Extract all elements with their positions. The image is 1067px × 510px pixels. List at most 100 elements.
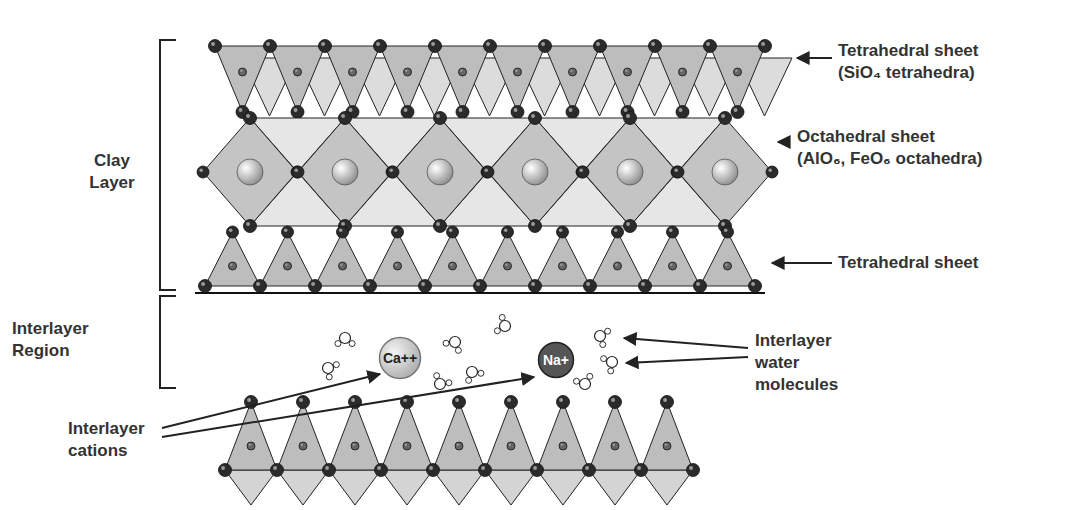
hydrogen-atom (466, 377, 472, 383)
tetrahedron (277, 470, 329, 505)
hydrogen-atom (455, 347, 461, 353)
oxygen-atom (227, 226, 239, 238)
oxygen-atom (392, 226, 404, 238)
oxygen-atom (264, 40, 277, 53)
oxygen-atom (481, 166, 493, 178)
tetrahedron (590, 232, 645, 286)
aluminium-atom (522, 159, 548, 185)
oxygen-atom (612, 226, 624, 238)
tetrahedron (325, 46, 380, 112)
oxygen-atom (229, 262, 237, 270)
hydrogen-atom (446, 380, 452, 386)
oxygen-atom (374, 40, 387, 53)
oxygen-atom (529, 280, 542, 293)
atom-highlight (625, 70, 627, 72)
oxygen-atom (401, 106, 414, 119)
oxygen-atom (731, 106, 744, 119)
oxygen-atom (759, 40, 772, 53)
oxygen-atom (294, 68, 302, 76)
oxygen-atom (559, 262, 567, 270)
tetrahedron (435, 46, 490, 112)
atom-highlight (341, 114, 345, 118)
tetrahedron (433, 470, 485, 505)
atom-highlight (436, 114, 440, 118)
atom-highlight (460, 70, 462, 72)
oxygen-atom (766, 166, 778, 178)
tetrahedron (381, 402, 433, 470)
atom-highlight (249, 444, 251, 446)
atom-highlight (429, 466, 433, 470)
oxygen-atom (244, 220, 257, 233)
oxygen-atom (339, 112, 352, 125)
atom-highlight (436, 222, 440, 226)
oxygen-atom (734, 68, 742, 76)
atom-highlight (295, 70, 297, 72)
atom-highlight (734, 108, 738, 112)
tetrahedron (641, 402, 693, 470)
part-label: Clay Layer (88, 150, 136, 194)
oxygen-atom (583, 464, 596, 477)
oxygen-atom (557, 226, 569, 238)
oxygen-atom (323, 464, 336, 477)
oxygen-atom (539, 40, 552, 53)
atom-highlight (515, 70, 517, 72)
oxygen-atom (284, 262, 292, 270)
oxygen-atom (434, 220, 447, 233)
oxygen-atom (661, 396, 674, 409)
oxygen-atom (349, 68, 357, 76)
oxygen-atom (339, 262, 347, 270)
oxygen-atom (594, 40, 607, 53)
atom-highlight (341, 222, 345, 226)
tetrahedron (205, 232, 260, 286)
oxygen-atom (566, 106, 579, 119)
atom-highlight (541, 42, 545, 46)
oxygen-atom (449, 262, 457, 270)
oxygen-atom (614, 262, 622, 270)
aluminium-atom (332, 159, 358, 185)
tetrahedron (225, 402, 277, 470)
tetrahedron (329, 402, 381, 470)
octahedron (393, 118, 487, 226)
atom-highlight (389, 168, 393, 172)
oxygen-atom (219, 464, 232, 477)
hydrogen-atom (494, 328, 500, 334)
hydrogen-atom (605, 328, 611, 334)
atom-highlight (311, 282, 315, 286)
hydrogen-atom (573, 378, 579, 384)
oxygen-atom (419, 280, 432, 293)
atom-highlight (246, 114, 250, 118)
oxygen-atom (247, 442, 255, 450)
oxygen-atom (197, 166, 209, 178)
atom-highlight (285, 264, 287, 266)
layer-edge (195, 292, 765, 294)
part-label: Interlayer cations (68, 418, 147, 462)
leader-line (624, 338, 748, 348)
atom-highlight (613, 444, 615, 446)
atom-highlight (615, 264, 617, 266)
hydrogen-atom (333, 362, 339, 368)
atom-highlight (486, 42, 490, 46)
water-oxygen (435, 379, 446, 390)
tetrahedron (545, 46, 600, 112)
atom-highlight (570, 70, 572, 72)
atom-highlight (505, 264, 507, 266)
tetrahedron (433, 402, 485, 470)
atom-highlight (533, 466, 537, 470)
oxygen-atom (624, 220, 637, 233)
water-oxygen (450, 337, 461, 348)
hydrogen-atom (326, 374, 332, 380)
atom-highlight (637, 466, 641, 470)
oxygen-atom (577, 166, 589, 178)
atom-highlight (405, 70, 407, 72)
octahedron (203, 118, 297, 226)
atom-highlight (377, 466, 381, 470)
oxygen-atom (529, 112, 542, 125)
tetrahedron (329, 470, 381, 505)
tetrahedron (215, 46, 270, 112)
atom-highlight (559, 398, 563, 402)
atom-highlight (531, 114, 535, 118)
oxygen-atom (199, 280, 212, 293)
oxygen-atom (584, 280, 597, 293)
part-label: Interlayer water molecules (755, 330, 841, 396)
